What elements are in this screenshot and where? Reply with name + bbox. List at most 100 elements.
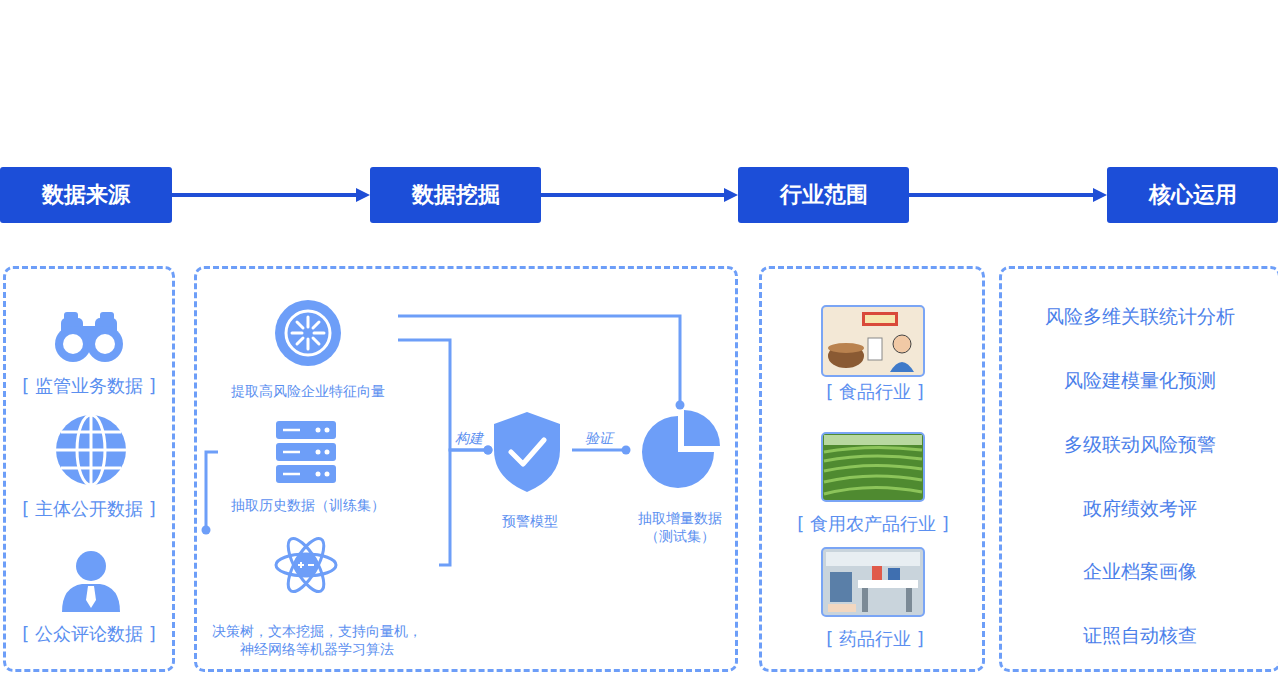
icon-item: [ 监管业务数据 ] <box>10 305 168 397</box>
lab-photo <box>888 568 900 580</box>
food-photo <box>890 362 914 372</box>
farmland-photo <box>822 433 924 501</box>
farmland-photo <box>822 433 924 501</box>
pie-icon <box>684 410 720 446</box>
node-label: 提取高风险企业特征向量 <box>231 382 385 400</box>
header-box: 数据来源 <box>0 167 172 223</box>
globe-icon <box>56 415 126 485</box>
server-icon <box>316 428 330 477</box>
node-label: 抽取增量数据 （测试集） <box>626 509 734 545</box>
food-photo <box>862 312 898 326</box>
server-icon <box>276 421 336 483</box>
farmland-photo <box>824 487 922 494</box>
header-box: 数据挖掘 <box>370 167 541 223</box>
binoculars-icon <box>61 318 83 340</box>
arrow-head <box>1093 188 1107 202</box>
farmland-photo <box>824 435 922 445</box>
connector-path <box>439 450 488 565</box>
server-icon <box>325 472 330 477</box>
shield-icon <box>494 412 560 492</box>
server-icon <box>325 428 330 433</box>
atom-icon <box>276 534 336 597</box>
food-photo <box>865 315 895 323</box>
icon-item: [ 公众评论数据 ] <box>10 545 168 645</box>
lab-photo <box>906 588 912 612</box>
binoculars-icon <box>80 326 98 340</box>
binoculars-icon <box>87 326 123 362</box>
server-icon <box>283 430 300 474</box>
header-title: 数据来源 <box>42 181 130 209</box>
binoculars-icon <box>63 334 83 354</box>
dashed-panel: 风险多维关联统计分析风险建模量化预测多级联动风险预警政府绩效考评企业档案画像证照… <box>999 266 1278 672</box>
connector-path <box>206 452 218 530</box>
lab-photo <box>872 566 882 580</box>
server-icon <box>276 421 336 483</box>
end-dot <box>484 446 493 455</box>
node-label: [ 监管业务数据 ] <box>22 375 156 397</box>
atom-icon <box>300 562 302 568</box>
arrow-head <box>356 188 370 202</box>
binoculars-icon <box>95 334 115 354</box>
lab-photo <box>822 548 924 616</box>
server-icon <box>283 451 300 454</box>
connector-line <box>398 316 685 410</box>
globe-icon <box>61 467 121 470</box>
icon-item: 抽取增量数据 （测试集） <box>626 405 734 545</box>
icon-item: 决策树，文本挖掘，支持向量机， 神经网络等机器学习算法 <box>195 530 439 658</box>
feature-icon <box>292 317 324 349</box>
globe-icon <box>77 415 105 485</box>
feature-icon <box>314 332 324 335</box>
binoculars-icon <box>64 312 78 321</box>
connector-path <box>541 193 728 197</box>
binoculars-icon <box>55 312 123 362</box>
feature-icon <box>275 300 341 366</box>
end-dot <box>202 526 211 535</box>
lab-photo <box>830 572 852 602</box>
end-dot <box>622 446 631 455</box>
edge-label-box: 验证 <box>583 428 615 447</box>
atom-icon <box>281 534 330 597</box>
server-icon <box>283 429 300 432</box>
feature-icon <box>307 339 310 349</box>
dashed-panel: [ 监管业务数据 ][ 主体公开数据 ][ 公众评论数据 ] <box>3 266 175 672</box>
application-item: 风险建模量化预测 <box>1002 368 1278 392</box>
atom-icon <box>298 564 304 566</box>
server-icon <box>316 428 321 433</box>
globe-icon <box>61 431 121 434</box>
node-label: 预警模型 <box>502 512 558 530</box>
server-icon <box>276 421 336 439</box>
flow-arrow <box>172 188 370 202</box>
food-photo <box>893 335 911 353</box>
atom-icon <box>276 534 336 597</box>
server-icon <box>283 473 300 476</box>
lab-photo <box>826 552 920 566</box>
atom-icon <box>308 564 314 566</box>
person-icon <box>76 551 106 581</box>
connector-line <box>398 340 493 455</box>
feature-icon <box>286 311 330 355</box>
person-icon <box>62 584 120 612</box>
feature-icon <box>297 322 303 328</box>
globe-icon <box>56 415 126 485</box>
binoculars-icon <box>95 318 117 340</box>
atom-icon <box>281 534 330 597</box>
edge-label: 验证 <box>583 430 615 446</box>
farmland-photo <box>824 456 922 461</box>
node-label: [ 食品行业 ] <box>826 381 924 403</box>
atom-icon <box>276 554 336 576</box>
connector-line <box>439 446 493 566</box>
food-photo <box>828 344 864 368</box>
food-photo <box>828 343 864 353</box>
pie-icon <box>642 410 720 488</box>
dashed-panel: [ 食品行业 ][ 食用农产品行业 ][ 药品行业 ] <box>759 266 985 672</box>
binoculars-icon <box>55 312 123 362</box>
end-dot <box>484 446 493 455</box>
feature-icon <box>313 338 319 344</box>
binoculars-icon <box>100 312 114 321</box>
header-box: 核心运用 <box>1107 167 1278 223</box>
connector-path <box>172 193 360 197</box>
connector-path <box>909 193 1097 197</box>
farmland-photo <box>824 447 922 494</box>
header-title: 核心运用 <box>1149 181 1237 209</box>
node-label: 抽取历史数据（训练集） <box>231 496 385 514</box>
